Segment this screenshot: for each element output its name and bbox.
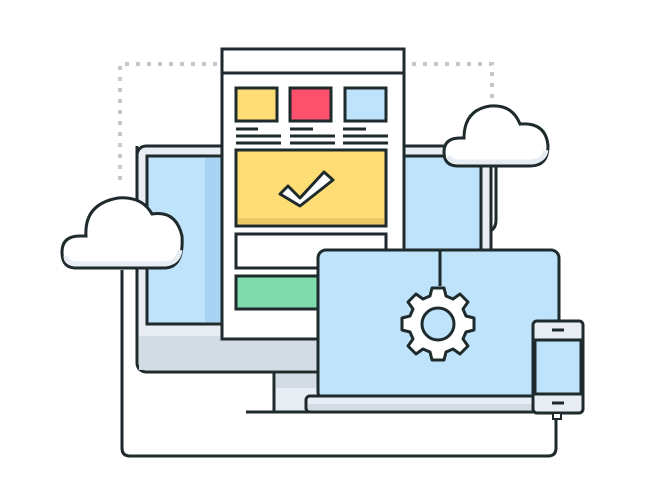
cloud-icon-right bbox=[442, 104, 550, 168]
gear-icon bbox=[400, 286, 476, 362]
laptop bbox=[304, 248, 561, 414]
cloud-icon-left bbox=[60, 196, 184, 270]
phone bbox=[531, 319, 585, 420]
dotted-connector bbox=[118, 62, 494, 180]
checkmark-icon bbox=[278, 170, 335, 208]
